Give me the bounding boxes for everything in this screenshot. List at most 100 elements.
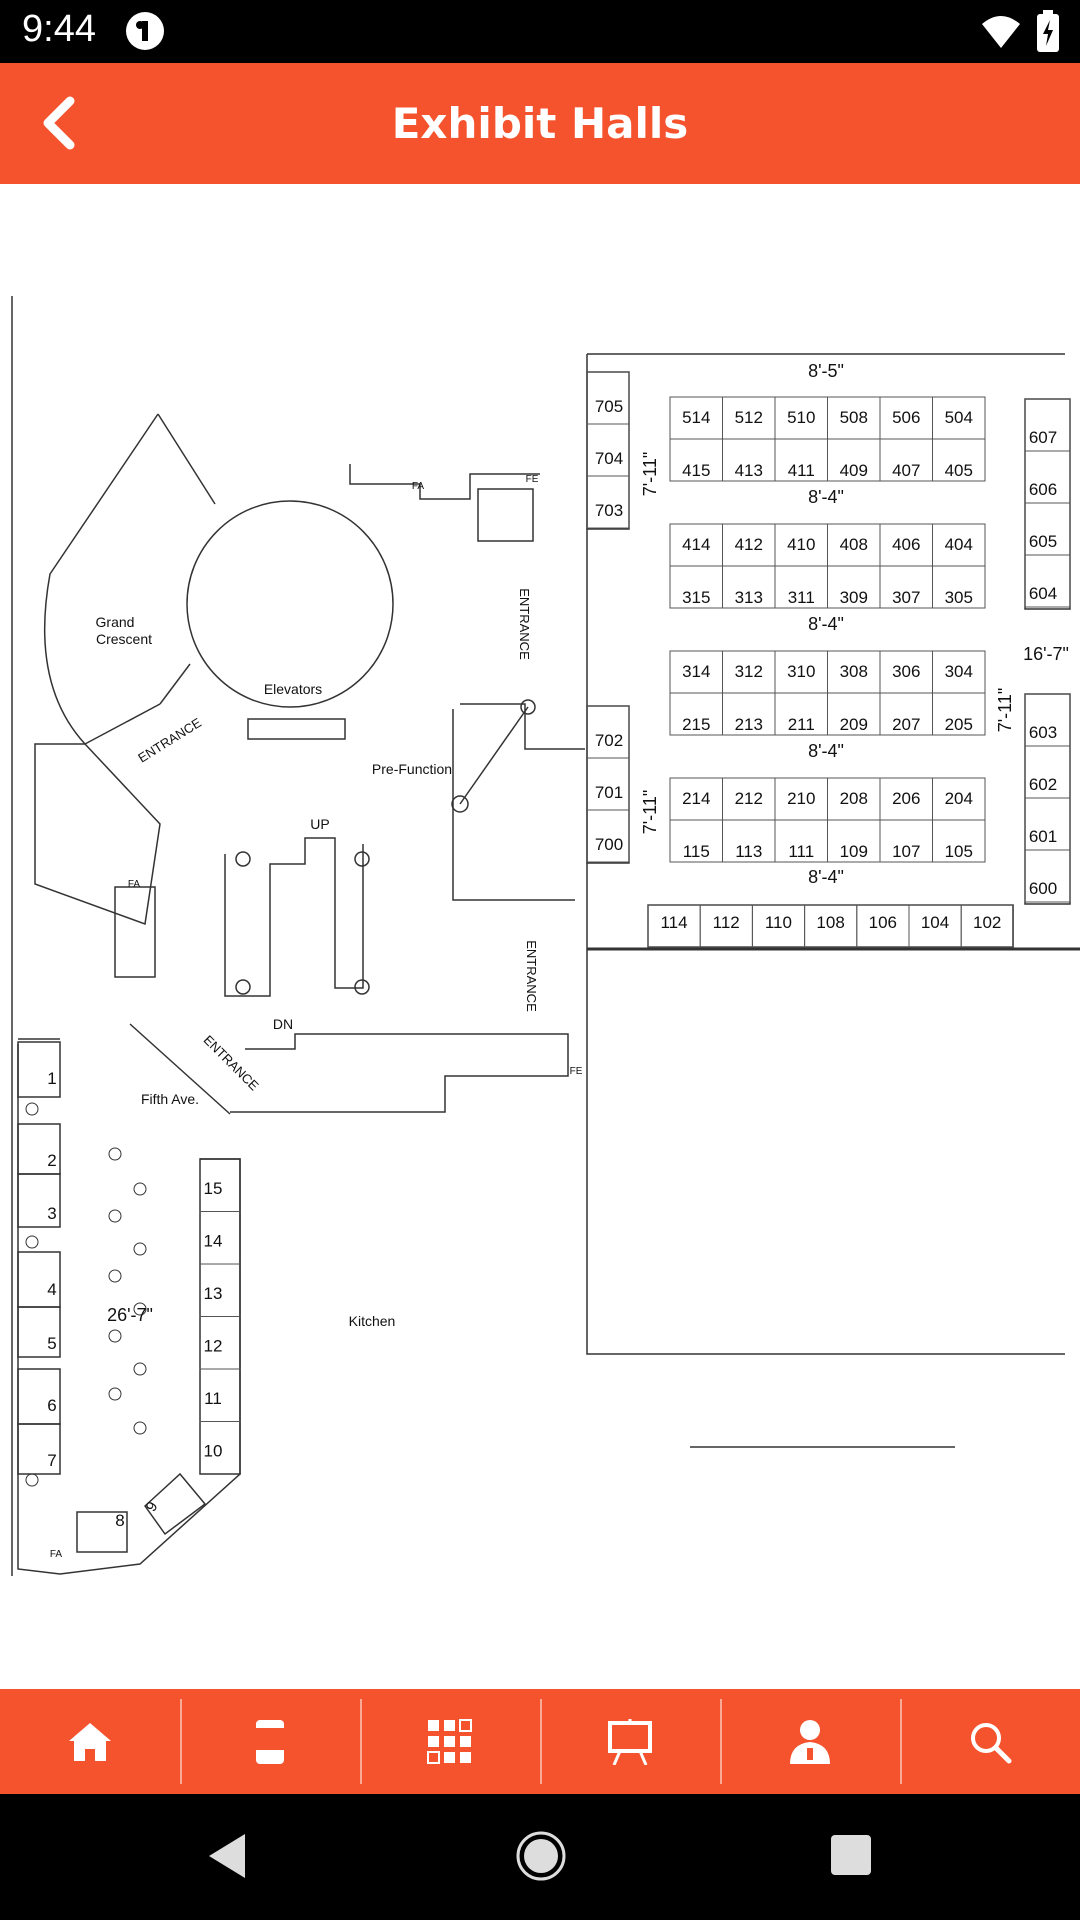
booth-label: 108 <box>816 913 844 932</box>
label-dim: 7'-11" <box>640 790 660 835</box>
booth-label: 410 <box>787 535 815 554</box>
booth-label: 114 <box>660 913 687 932</box>
booth-label: 106 <box>869 913 897 932</box>
label-up: UP <box>310 816 329 832</box>
back-triangle-icon[interactable] <box>205 1832 249 1880</box>
booth-label: 207 <box>892 715 920 734</box>
booth-405[interactable] <box>932 438 986 482</box>
booth-label: 208 <box>840 789 868 808</box>
booth-label: 102 <box>973 913 1001 932</box>
booth-label: 209 <box>840 715 868 734</box>
booth-label: 107 <box>892 842 920 861</box>
home-icon <box>69 1722 111 1761</box>
label-dim: 8'-4" <box>808 614 844 634</box>
booth-label: 306 <box>892 662 920 681</box>
label-grand: Grand <box>96 614 135 630</box>
booth-703[interactable] <box>586 475 630 529</box>
booth-label: 212 <box>735 789 763 808</box>
booth-label: 315 <box>682 588 710 607</box>
nav-exhibitors[interactable] <box>180 1689 360 1794</box>
kiosk-icon <box>256 1719 284 1764</box>
label-kitchen: Kitchen <box>349 1313 396 1329</box>
label-fe: FE <box>570 1066 583 1077</box>
notification-icon <box>126 12 164 50</box>
booth-label: 512 <box>735 408 763 427</box>
label-dim: 8'-4" <box>808 867 844 887</box>
booth-label: 506 <box>892 408 920 427</box>
booth-label: 14 <box>204 1232 223 1251</box>
booth-label: 408 <box>840 535 868 554</box>
nav-speakers[interactable] <box>720 1689 900 1794</box>
booth-label: 312 <box>735 662 763 681</box>
booth-label: 307 <box>892 588 920 607</box>
booth-label: 406 <box>892 535 920 554</box>
booth-label: 210 <box>787 789 815 808</box>
label-fa: FA <box>412 481 425 492</box>
booth-label: 704 <box>595 449 623 468</box>
bottom-nav <box>0 1689 1080 1794</box>
booth-label: 313 <box>735 588 763 607</box>
booth-label: 304 <box>945 662 973 681</box>
booth-label: 701 <box>595 783 623 802</box>
booth-label: 105 <box>945 842 973 861</box>
page-title: Exhibit Halls <box>391 99 689 148</box>
label-entrance-2: ENTRANCE <box>517 588 532 660</box>
speaker-icon <box>790 1719 830 1764</box>
search-icon <box>971 1722 1012 1763</box>
booth-label: 113 <box>735 842 762 861</box>
booth-205[interactable] <box>932 692 986 736</box>
booth-label: 211 <box>788 715 815 734</box>
label-dim: 7'-11" <box>640 452 660 497</box>
booth-label: 115 <box>683 842 710 861</box>
chevron-left-icon <box>43 96 75 150</box>
presentation-board-icon <box>608 1718 652 1765</box>
booth-label: 9 <box>143 1499 162 1515</box>
nav-floor-plans[interactable] <box>360 1689 540 1794</box>
booth-label: 5 <box>47 1334 56 1353</box>
label-dn: DN <box>273 1016 293 1032</box>
booth-label: 600 <box>1029 879 1057 898</box>
booth-label: 412 <box>735 535 763 554</box>
booth-305[interactable] <box>932 565 986 609</box>
nav-search[interactable] <box>900 1689 1080 1794</box>
booth-label: 602 <box>1029 775 1057 794</box>
booth-label: 414 <box>682 535 710 554</box>
nav-sessions[interactable] <box>540 1689 720 1794</box>
booth-label: 205 <box>945 715 973 734</box>
booth-105[interactable] <box>932 819 986 863</box>
booth-label: 104 <box>921 913 949 932</box>
status-bar: 9:44 <box>0 0 1080 63</box>
booth-label: 204 <box>945 789 973 808</box>
booth-label: 404 <box>945 535 973 554</box>
recents-square-icon[interactable] <box>830 1834 872 1876</box>
booth-label: 705 <box>595 397 623 416</box>
booth-label: 604 <box>1029 584 1057 603</box>
booth-700[interactable] <box>586 809 630 863</box>
booth-label: 405 <box>945 461 973 480</box>
grid-map-icon <box>427 1718 472 1764</box>
booth-label: 305 <box>945 588 973 607</box>
booth-600[interactable] <box>1024 849 1071 903</box>
booth-label: 110 <box>765 913 792 932</box>
home-circle-icon[interactable] <box>515 1830 567 1882</box>
booth-label: 215 <box>682 715 710 734</box>
system-nav-bar <box>0 1794 1080 1920</box>
booth-label: 413 <box>735 461 763 480</box>
booth-label: 112 <box>713 913 740 932</box>
booth-label: 411 <box>788 461 815 480</box>
label-entrance-3: ENTRANCE <box>524 940 539 1012</box>
booth-604[interactable] <box>1024 554 1071 608</box>
booth-label: 11 <box>204 1389 222 1408</box>
booth-label: 703 <box>595 501 623 520</box>
back-button[interactable] <box>32 93 92 153</box>
booth-label: 2 <box>47 1151 56 1170</box>
label-dim: 8'-5" <box>808 361 844 381</box>
nav-home[interactable] <box>0 1689 180 1794</box>
booth-102[interactable] <box>960 904 1014 948</box>
label-dim: 8'-4" <box>808 741 844 761</box>
booth-label: 214 <box>682 789 710 808</box>
booth-label: 607 <box>1029 428 1057 447</box>
booth-label: 13 <box>204 1284 223 1303</box>
